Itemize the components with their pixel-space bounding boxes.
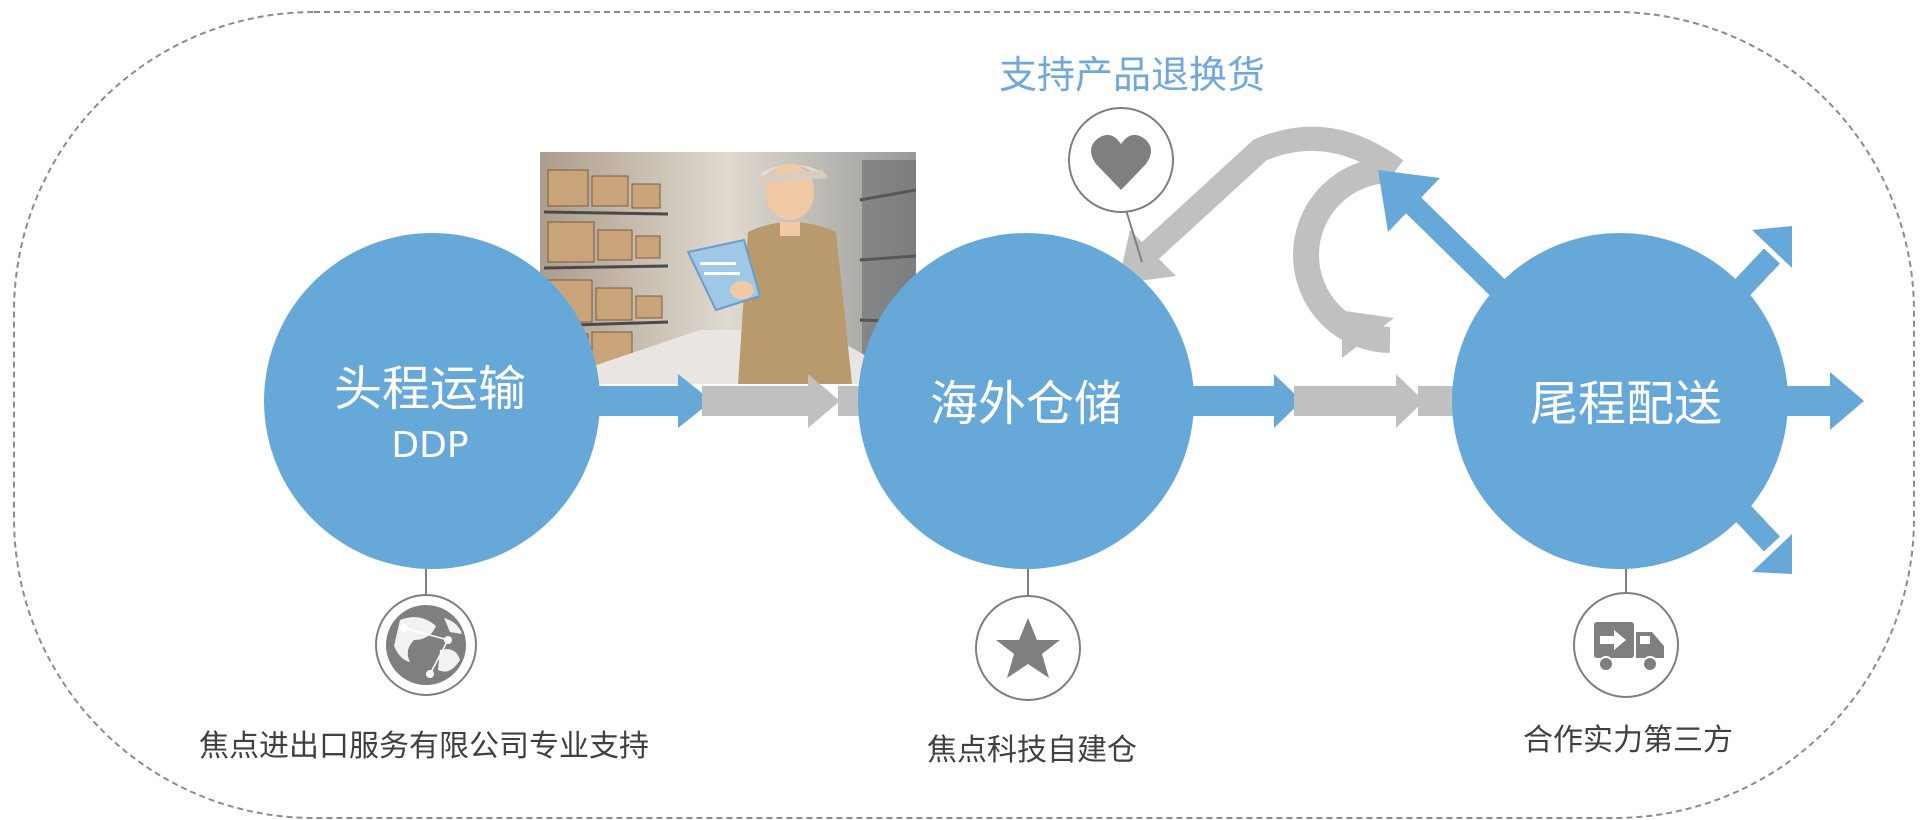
heart-icon (1068, 107, 1174, 213)
dashed-border (13, 11, 1915, 819)
delivery-truck-icon (1573, 592, 1679, 698)
stage-1-circle (264, 233, 600, 569)
stage-3-title: 尾程配送 (1530, 376, 1722, 432)
outgoing-arrows (1731, 226, 1864, 574)
stage-2-caption: 焦点科技自建仓 (927, 733, 1137, 768)
stage-3-circle (1452, 233, 1788, 569)
return-loop-arrow (1118, 126, 1404, 358)
stage-2-title: 海外仓储 (930, 376, 1122, 432)
stage-1-title: 头程运输 (334, 361, 526, 417)
warehouse-worker-photo (540, 152, 916, 384)
blue-return-arrow (1378, 170, 1508, 298)
stage-3-caption: 合作实力第三方 (1523, 723, 1733, 758)
flow-arrow-1 (598, 374, 878, 428)
stage-1-caption: 焦点进出口服务有限公司专业支持 (199, 729, 649, 764)
globe-icon (375, 594, 477, 696)
return-support-label: 支持产品退换货 (999, 53, 1265, 97)
flow-arrow-2 (1188, 374, 1458, 428)
star-icon (975, 595, 1081, 701)
stage-1-subtitle: DDP (391, 425, 468, 466)
stage-2-circle (858, 233, 1194, 569)
